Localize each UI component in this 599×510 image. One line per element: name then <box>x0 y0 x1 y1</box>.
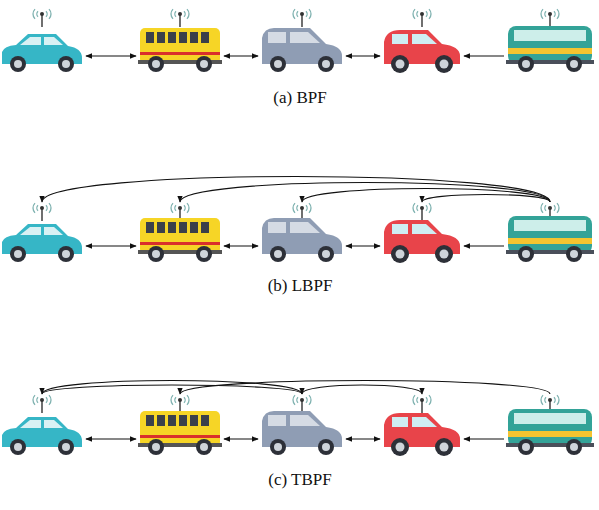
antenna-icon <box>33 203 51 221</box>
antenna-icon <box>33 9 51 27</box>
sub-caption: (b) LBPF <box>200 276 400 296</box>
broadcast-arc <box>302 189 550 203</box>
antenna-icon <box>413 203 431 221</box>
link-arrow <box>464 438 504 439</box>
vehicle-hatch <box>262 411 342 455</box>
link-arrow <box>464 55 504 56</box>
vehicle-bus <box>138 28 222 72</box>
broadcast-arc <box>422 195 550 203</box>
vehicle-sedan <box>2 224 82 262</box>
vehicle-van <box>506 216 594 262</box>
link-arrow <box>464 245 504 246</box>
antenna-icon <box>33 395 51 413</box>
link-arrow <box>86 438 136 439</box>
vehicle-row <box>2 177 594 264</box>
link-arrow <box>224 55 258 56</box>
antenna-icon <box>541 9 559 27</box>
sub-caption: (c) TBPF <box>200 470 400 490</box>
vehicle-bus <box>138 411 222 455</box>
vehicle-van <box>506 409 594 455</box>
broadcast-arc <box>42 177 550 203</box>
antenna-icon <box>171 9 189 27</box>
link-arrow <box>346 438 380 439</box>
antenna-icon <box>293 395 311 413</box>
link-arrow <box>86 245 136 246</box>
vehicle-red <box>384 30 460 73</box>
antenna-icon <box>413 395 431 413</box>
vehicle-sedan <box>2 34 82 72</box>
link-arrow <box>346 55 380 56</box>
link-arrow <box>86 55 136 56</box>
vehicle-sedan <box>2 417 82 455</box>
broadcast-arc <box>42 385 302 394</box>
link-arrow <box>224 245 258 246</box>
vehicle-red <box>384 413 460 456</box>
link-arrow <box>224 438 258 439</box>
sub-caption: (a) BPF <box>200 88 400 108</box>
vehicle-red <box>384 220 460 263</box>
antenna-icon <box>171 395 189 413</box>
vehicle-van <box>506 26 594 72</box>
vehicle-hatch <box>262 218 342 262</box>
vehicle-row <box>2 9 594 73</box>
vehicle-hatch <box>262 28 342 72</box>
broadcast-arc <box>302 385 422 394</box>
broadcast-arc <box>180 183 550 203</box>
vehicle-row <box>2 381 594 457</box>
link-arrow <box>346 245 380 246</box>
vehicle-bus <box>138 218 222 262</box>
broadcast-arc <box>180 381 550 395</box>
antenna-icon <box>293 9 311 27</box>
antenna-icon <box>413 9 431 27</box>
